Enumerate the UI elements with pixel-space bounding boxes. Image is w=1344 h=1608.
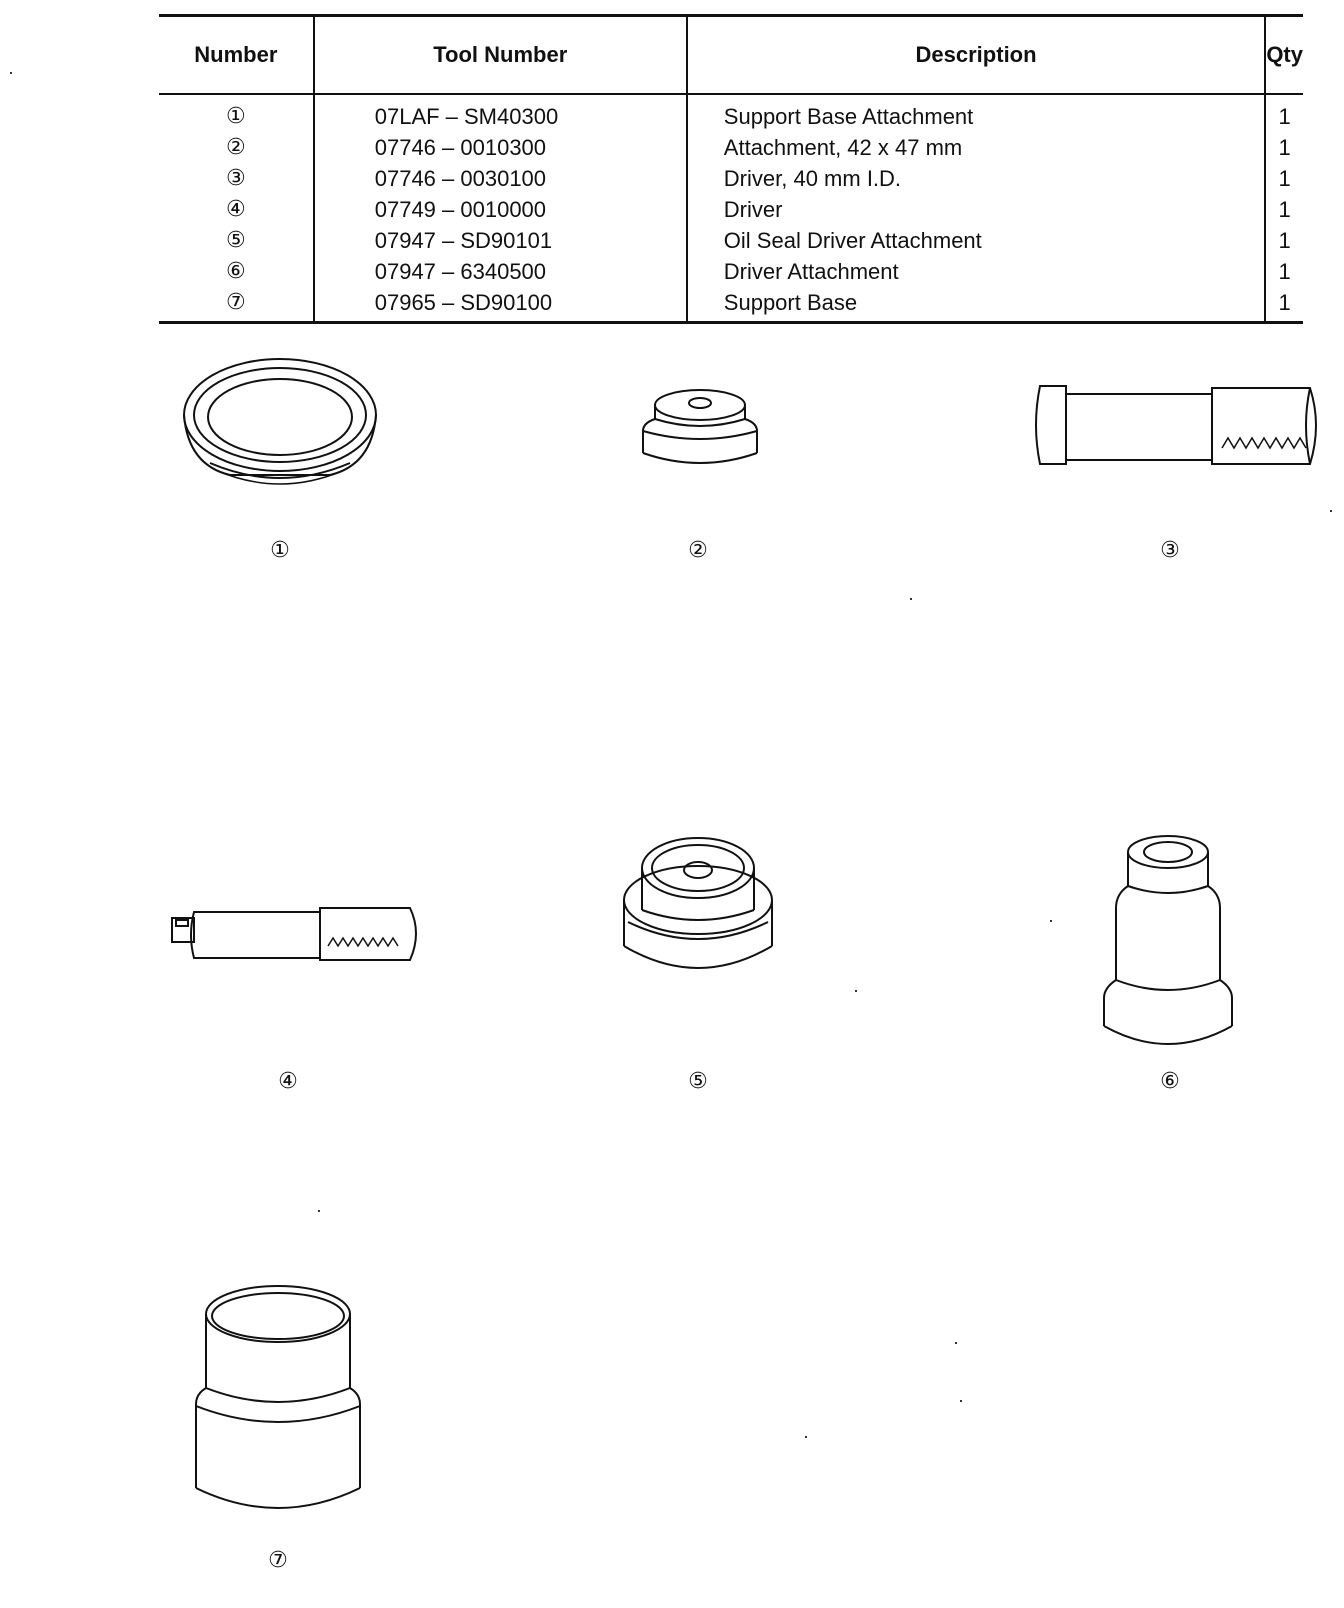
row-qty: 1 xyxy=(1264,163,1303,194)
row-tool-number: 07947 – 6340500 xyxy=(312,256,687,287)
driver-drawing-icon xyxy=(170,898,430,968)
row-tool-number: 07LAF – SM40300 xyxy=(312,94,687,132)
support-base-drawing-icon xyxy=(192,1278,367,1523)
row-tool-number: 07947 – SD90101 xyxy=(312,225,687,256)
row-tool-number: 07746 – 0010300 xyxy=(312,132,687,163)
table-row: ② 07746 – 0010300 Attachment, 42 x 47 mm… xyxy=(159,132,1303,163)
header-number: Number xyxy=(159,15,314,95)
row-qty: 1 xyxy=(1264,256,1303,287)
callout-2: ② xyxy=(688,538,708,563)
header-qty: Qty xyxy=(1264,15,1303,95)
row-description: Driver xyxy=(685,194,1266,225)
header-tool-number: Tool Number xyxy=(312,15,687,95)
row-description: Oil Seal Driver Attachment xyxy=(685,225,1266,256)
row-number: ⑤ xyxy=(226,228,246,253)
scan-speck xyxy=(1330,510,1332,512)
row-description: Driver Attachment xyxy=(685,256,1266,287)
callout-3: ③ xyxy=(1160,538,1180,563)
callout-1: ① xyxy=(270,538,290,563)
special-tools-table: Number Tool Number Description Qty ① 07L… xyxy=(159,14,1303,324)
row-number: ② xyxy=(226,135,246,160)
table-row: ③ 07746 – 0030100 Driver, 40 mm I.D. 1 xyxy=(159,163,1303,194)
scan-speck xyxy=(910,598,912,600)
scan-speck xyxy=(960,1400,962,1402)
table-row: ⑥ 07947 – 6340500 Driver Attachment 1 xyxy=(159,256,1303,287)
scan-speck xyxy=(805,1436,807,1438)
row-number: ⑦ xyxy=(226,290,246,315)
row-description: Support Base Attachment xyxy=(685,94,1266,132)
scan-speck xyxy=(855,990,857,992)
oil-seal-driver-attachment-drawing-icon xyxy=(618,830,778,995)
header-description: Description xyxy=(685,15,1266,95)
row-number: ④ xyxy=(226,197,246,222)
table-row: ④ 07749 – 0010000 Driver 1 xyxy=(159,194,1303,225)
driver-attachment-drawing-icon xyxy=(1098,830,1238,1055)
row-tool-number: 07965 – SD90100 xyxy=(312,287,687,323)
table-row: ⑦ 07965 – SD90100 Support Base 1 xyxy=(159,287,1303,323)
row-qty: 1 xyxy=(1264,94,1303,132)
row-qty: 1 xyxy=(1264,132,1303,163)
attachment-42x47-drawing-icon xyxy=(637,387,767,477)
row-qty: 1 xyxy=(1264,287,1303,323)
callout-5: ⑤ xyxy=(688,1069,708,1094)
row-number: ① xyxy=(226,104,246,129)
row-description: Driver, 40 mm I.D. xyxy=(685,163,1266,194)
support-base-attachment-drawing-icon xyxy=(180,355,380,505)
row-tool-number: 07746 – 0030100 xyxy=(312,163,687,194)
row-qty: 1 xyxy=(1264,225,1303,256)
scan-speck xyxy=(318,1210,320,1212)
callout-7: ⑦ xyxy=(268,1548,288,1573)
row-description: Attachment, 42 x 47 mm xyxy=(685,132,1266,163)
callout-4: ④ xyxy=(278,1069,298,1094)
row-number: ③ xyxy=(226,166,246,191)
row-tool-number: 07749 – 0010000 xyxy=(312,194,687,225)
table-row: ① 07LAF – SM40300 Support Base Attachmen… xyxy=(159,94,1303,132)
driver-40mm-drawing-icon xyxy=(1030,380,1330,470)
row-description: Support Base xyxy=(685,287,1266,323)
row-number: ⑥ xyxy=(226,259,246,284)
table-row: ⑤ 07947 – SD90101 Oil Seal Driver Attach… xyxy=(159,225,1303,256)
callout-6: ⑥ xyxy=(1160,1069,1180,1094)
row-qty: 1 xyxy=(1264,194,1303,225)
scan-speck xyxy=(955,1342,957,1344)
scan-speck xyxy=(1050,920,1052,922)
scan-speck xyxy=(10,72,12,74)
table-header-row: Number Tool Number Description Qty xyxy=(159,15,1303,95)
